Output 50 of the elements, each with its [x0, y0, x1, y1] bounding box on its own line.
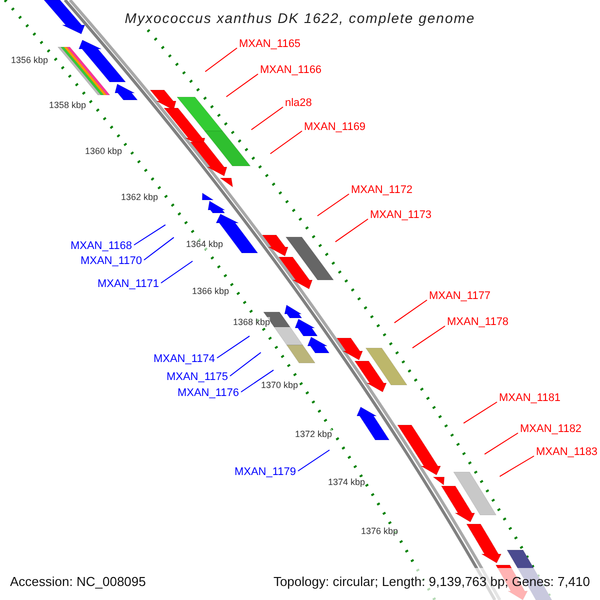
gene-label: MXAN_1175	[165, 370, 229, 384]
kbp-label: 1372 kbp	[294, 429, 332, 440]
kbp-label: 1368 kbp	[232, 317, 270, 328]
gene-label: MXAN_1183	[535, 445, 599, 459]
gene-label: MXAN_1181	[498, 391, 562, 405]
genome-info-text: Topology: circular; Length: 9,139,763 bp; Genes: 7,410	[273, 574, 590, 590]
leader-line	[463, 402, 498, 424]
kbp-label: 1374 kbp	[328, 477, 365, 488]
leader-line	[144, 236, 174, 260]
leader-line	[230, 352, 262, 376]
kbp-label: 1364 kbp	[186, 239, 223, 250]
gene-label: MXAN_1173	[369, 208, 433, 222]
leader-line	[134, 224, 166, 246]
gene-label: MXAN_1168	[69, 239, 133, 253]
gene-label: MXAN_1174	[152, 352, 216, 366]
leader-line	[204, 48, 238, 72]
gene-label: MXAN_1177	[428, 289, 492, 303]
leader-line	[270, 130, 302, 154]
kbp-label: 1370 kbp	[260, 380, 298, 391]
kbp-label: 1362 kbp	[120, 192, 158, 203]
leader-line	[499, 456, 534, 477]
leader-line	[160, 260, 194, 284]
gene-label: MXAN_1166	[259, 63, 323, 77]
gene-label: MXAN_1169	[303, 120, 367, 134]
gene-label: MXAN_1165	[238, 37, 302, 51]
leader-line	[216, 336, 250, 358]
leader-line	[484, 432, 518, 455]
gene-label: nla28	[284, 96, 313, 110]
leader-line	[334, 218, 368, 242]
leader-line	[412, 326, 446, 348]
leader-line	[316, 194, 350, 216]
leader-line	[394, 300, 428, 324]
kbp-label: 1356 kbp	[10, 55, 48, 66]
gene-label: MXAN_1176	[176, 386, 240, 400]
gene-label: MXAN_1172	[350, 183, 414, 197]
accession-text: Accession: NC_008095	[10, 574, 146, 590]
kbp-label: 1360 kbp	[84, 146, 122, 157]
gene-label: MXAN_1182	[519, 422, 583, 436]
leader-line	[250, 106, 284, 130]
gene-label: MXAN_1170	[79, 254, 143, 268]
leader-line	[226, 74, 258, 98]
gene-label: MXAN_1179	[233, 465, 297, 479]
kbp-label: 1366 kbp	[192, 286, 229, 297]
gene-label: MXAN_1171	[96, 277, 160, 291]
leader-line	[298, 450, 330, 472]
kbp-label: 1358 kbp	[48, 100, 86, 111]
title: Myxococcus xanthus DK 1622, complete genome	[124, 9, 476, 27]
leader-line	[240, 370, 274, 392]
gene-label: MXAN_1178	[446, 315, 510, 329]
kbp-label: 1376 kbp	[360, 526, 398, 537]
